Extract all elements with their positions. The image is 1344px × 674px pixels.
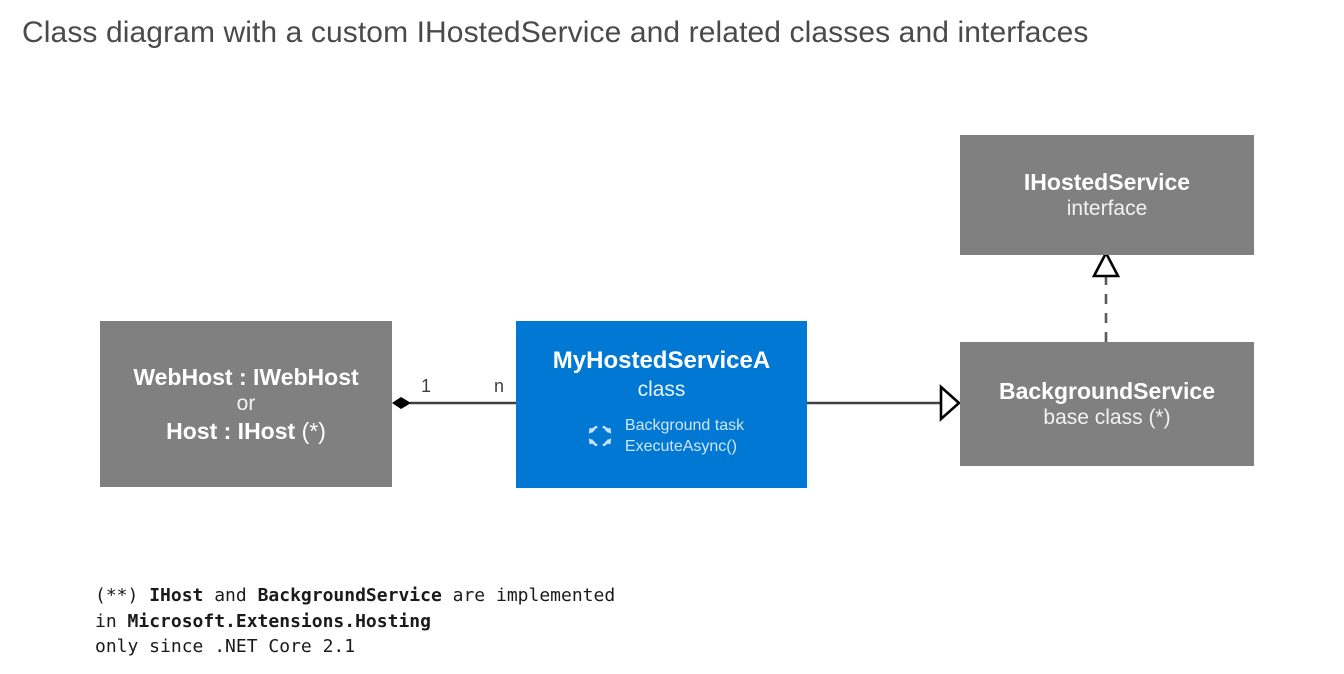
background-task-text: Background task ExecuteAsync() — [625, 415, 744, 457]
node-webhost-title-alt-note: (*) — [295, 417, 326, 444]
node-webhost[interactable]: WebHost : IWebHost or Host : IHost (*) — [100, 321, 392, 487]
footnote-backgroundservice: BackgroundService — [257, 585, 442, 606]
circular-arrows-icon — [588, 425, 612, 447]
node-ihostedservice[interactable]: IHostedService interface — [960, 135, 1254, 255]
hollow-triangle-marker — [939, 384, 961, 422]
footnote: (**) IHost and BackgroundService are imp… — [95, 583, 615, 660]
node-webhost-or-label: or — [236, 392, 256, 416]
node-webhost-title: WebHost : IWebHost — [133, 363, 359, 390]
edge-generalization — [807, 384, 961, 422]
background-task-line-1: Background task — [624, 416, 745, 434]
node-webhost-title-alt: Host : IHost (*) — [166, 418, 326, 444]
node-myhostedservicea[interactable]: MyHostedServiceA class Background task E… — [516, 321, 807, 488]
footnote-line-1: (**) IHost and BackgroundService are imp… — [95, 583, 615, 609]
edge-composition — [392, 397, 516, 409]
multiplicity-label-source: 1 — [421, 376, 432, 396]
node-webhost-title-alt-bold: Host : IHost — [166, 417, 296, 444]
hollow-triangle-marker-realization — [1091, 250, 1121, 278]
filled-diamond-marker — [392, 397, 411, 409]
background-task-line-2: ExecuteAsync() — [624, 437, 737, 455]
page-title: Class diagram with a custom IHostedServi… — [22, 16, 1089, 49]
footnote-line-3: only since .NET Core 2.1 — [95, 636, 356, 658]
node-backgroundservice-title: BackgroundService — [998, 378, 1216, 405]
footnote-line-2: in Microsoft.Extensions.Hosting — [95, 609, 615, 635]
footnote-and: and — [203, 585, 258, 606]
multiplicity-label-target: n — [494, 376, 505, 396]
footnote-namespace: Microsoft.Extensions.Hosting — [127, 610, 431, 632]
node-myhostedservicea-title: MyHostedServiceA — [552, 347, 771, 374]
node-backgroundservice-stereotype: base class (*) — [1043, 405, 1171, 429]
footnote-marker: (**) — [95, 585, 150, 606]
background-task-row: Background task ExecuteAsync() — [579, 415, 744, 457]
footnote-in: in — [95, 610, 128, 632]
footnote-implemented: are implemented — [441, 585, 616, 606]
node-myhostedservicea-stereotype: class — [637, 377, 686, 401]
node-ihostedservice-title: IHostedService — [1023, 169, 1191, 196]
node-backgroundservice[interactable]: BackgroundService base class (*) — [960, 342, 1254, 466]
node-ihostedservice-stereotype: interface — [1066, 196, 1148, 220]
edge-realization — [1091, 250, 1121, 342]
footnote-ihost: IHost — [149, 585, 204, 606]
